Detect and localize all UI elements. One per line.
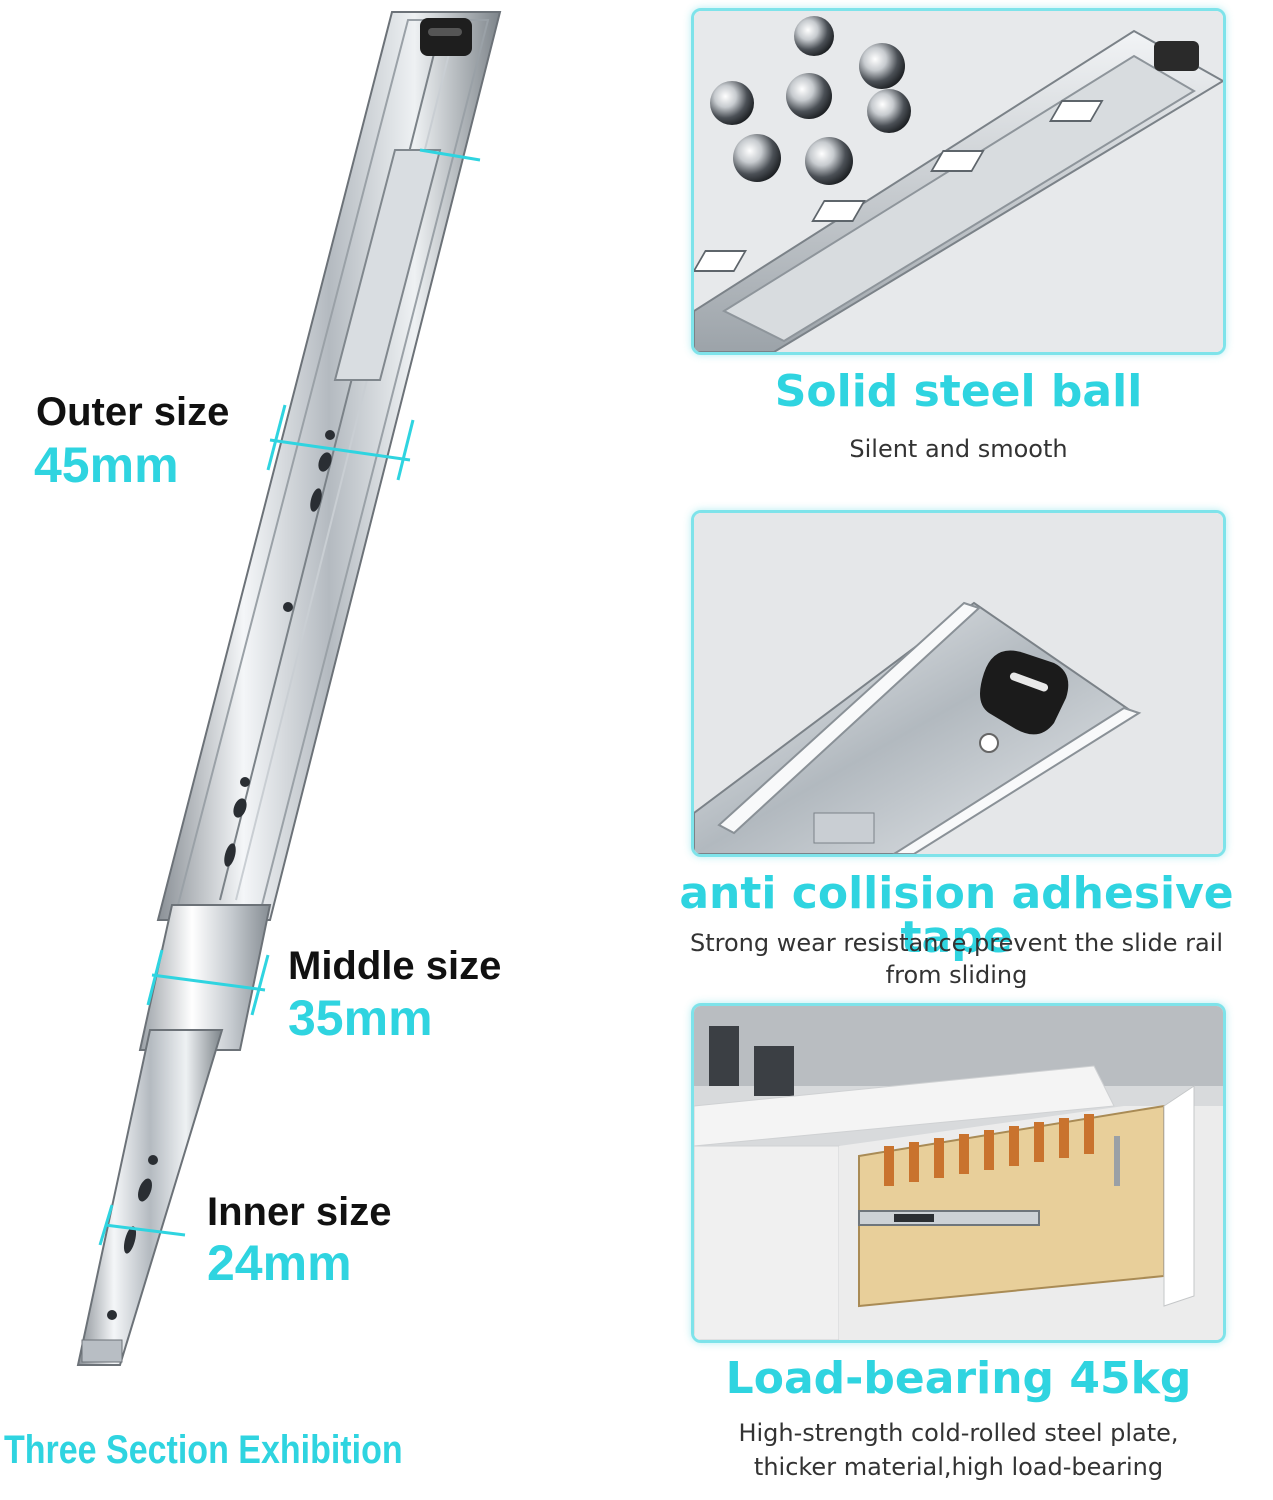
middle-size-value: 35mm xyxy=(288,990,433,1046)
feature-subtitle-steel-ball: Silent and smooth xyxy=(849,435,1068,463)
drawer-slide-illustration xyxy=(76,11,502,1366)
bumper-image xyxy=(691,510,1226,857)
inner-size-label: Inner size xyxy=(207,1190,392,1234)
black-bumper xyxy=(980,650,1069,735)
feature-subtitle-anti-collision-line2: from sliding xyxy=(885,961,1028,989)
bumper xyxy=(420,18,472,56)
feature-subtitle-load-bearing-line2: thicker material,high load-bearing xyxy=(753,1453,1164,1481)
outer-size-value: 45mm xyxy=(34,437,179,493)
inner-rail xyxy=(76,1029,224,1366)
feature-title-load-bearing: Load-bearing 45kg xyxy=(725,1353,1192,1404)
steel-ball-image xyxy=(691,8,1226,355)
outer-size-label: Outer size xyxy=(36,390,230,434)
feature-title-anti-collision: anti collision adhesive tape xyxy=(679,868,1234,963)
drawer-image xyxy=(691,1003,1226,1343)
feature-subtitle-load-bearing-line1: High-strength cold-rolled steel plate, xyxy=(738,1419,1179,1447)
steel-balls xyxy=(710,16,911,185)
exhibition-caption: Three Section Exhibition xyxy=(4,1428,403,1472)
feature-title-steel-ball: Solid steel ball xyxy=(774,366,1143,417)
feature-subtitle-anti-collision-line1: Strong wear resistance,prevent the slide… xyxy=(690,929,1223,957)
middle-rail xyxy=(138,904,272,1051)
middle-size-label: Middle size xyxy=(288,944,502,988)
inner-size-value: 24mm xyxy=(207,1235,352,1291)
